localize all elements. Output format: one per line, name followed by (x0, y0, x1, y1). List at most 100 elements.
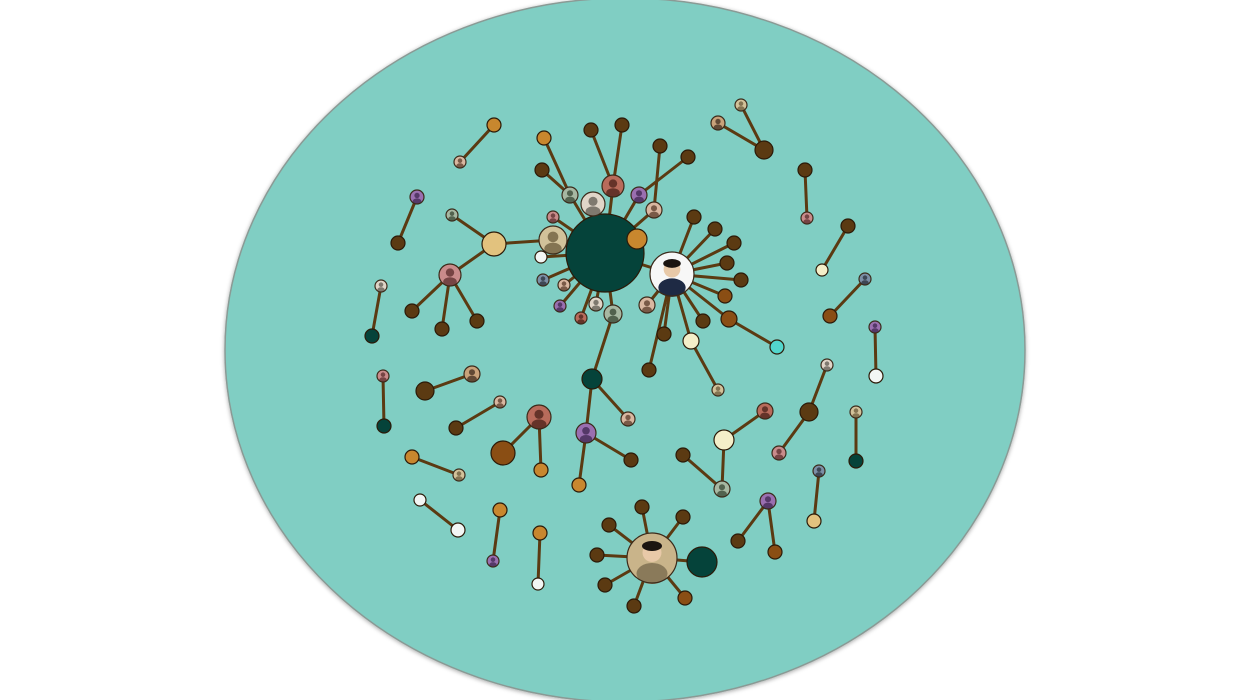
graph-node[interactable] (717, 288, 733, 304)
graph-node[interactable] (720, 310, 738, 328)
graph-node[interactable] (626, 598, 642, 614)
graph-node[interactable] (490, 440, 516, 466)
graph-node[interactable] (797, 162, 813, 178)
graph-node[interactable] (677, 590, 693, 606)
avatar-node-icon[interactable] (546, 210, 560, 224)
graph-node[interactable] (571, 477, 587, 493)
avatar-node-icon[interactable] (756, 402, 774, 420)
graph-node[interactable] (581, 368, 603, 390)
avatar-node-icon[interactable] (374, 279, 388, 293)
graph-node[interactable] (533, 462, 549, 478)
avatar-node-icon[interactable] (561, 186, 579, 204)
graph-node[interactable] (390, 235, 406, 251)
avatar-node-icon[interactable] (557, 278, 571, 292)
graph-node[interactable] (707, 221, 723, 237)
avatar-node-icon[interactable] (376, 369, 390, 383)
graph-node[interactable] (641, 362, 657, 378)
graph-node[interactable] (448, 420, 464, 436)
avatar-node-icon[interactable] (603, 304, 623, 324)
avatar-node-icon[interactable] (820, 358, 834, 372)
avatar-node-icon[interactable] (620, 411, 636, 427)
graph-node[interactable] (434, 321, 450, 337)
graph-node[interactable] (404, 303, 420, 319)
graph-node[interactable] (695, 313, 711, 329)
graph-node[interactable] (626, 228, 648, 250)
graph-node[interactable] (848, 453, 864, 469)
graph-node[interactable] (531, 577, 545, 591)
graph-node[interactable] (583, 122, 599, 138)
graph-node[interactable] (652, 138, 668, 154)
avatar-node-icon[interactable] (526, 404, 552, 430)
graph-node[interactable] (767, 544, 783, 560)
avatar-node-icon[interactable] (538, 225, 568, 255)
graph-node[interactable] (534, 162, 550, 178)
avatar-node-icon[interactable] (463, 365, 481, 383)
avatar-node-icon[interactable] (868, 320, 882, 334)
graph-node[interactable] (601, 517, 617, 533)
avatar-node-icon[interactable] (711, 383, 725, 397)
avatar-node-icon[interactable] (710, 115, 726, 131)
graph-node[interactable] (469, 313, 485, 329)
graph-node[interactable] (532, 525, 548, 541)
graph-node[interactable] (726, 235, 742, 251)
graph-node[interactable] (364, 328, 380, 344)
graph-node[interactable] (623, 452, 639, 468)
graph-node[interactable] (675, 509, 691, 525)
avatar-node-icon[interactable] (453, 155, 467, 169)
graph-node[interactable] (799, 402, 819, 422)
graph-node[interactable] (376, 418, 392, 434)
graph-node[interactable] (404, 449, 420, 465)
graph-node[interactable] (634, 499, 650, 515)
graph-node[interactable] (680, 149, 696, 165)
avatar-node-icon[interactable] (734, 98, 748, 112)
avatar-node-icon[interactable] (638, 296, 656, 314)
graph-node[interactable] (815, 263, 829, 277)
avatar-node-icon[interactable] (409, 189, 425, 205)
avatar-node-icon[interactable] (588, 296, 604, 312)
graph-node[interactable] (656, 326, 672, 342)
graph-node[interactable] (675, 447, 691, 463)
avatar-node-icon[interactable] (486, 554, 500, 568)
avatar-node-icon[interactable] (630, 186, 648, 204)
avatar-node-icon[interactable] (771, 445, 787, 461)
person-avatar-icon[interactable] (626, 532, 678, 584)
graph-node[interactable] (486, 117, 502, 133)
person-avatar-icon[interactable] (649, 251, 695, 297)
avatar-node-icon[interactable] (812, 464, 826, 478)
graph-node[interactable] (806, 513, 822, 529)
graph-node[interactable] (822, 308, 838, 324)
avatar-node-icon[interactable] (645, 201, 663, 219)
graph-node[interactable] (868, 368, 884, 384)
avatar-node-icon[interactable] (800, 211, 814, 225)
graph-node[interactable] (713, 429, 735, 451)
avatar-node-icon[interactable] (536, 273, 550, 287)
graph-node[interactable] (614, 117, 630, 133)
avatar-node-icon[interactable] (575, 422, 597, 444)
graph-node[interactable] (589, 547, 605, 563)
graph-node[interactable] (769, 339, 785, 355)
graph-node[interactable] (597, 577, 613, 593)
avatar-node-icon[interactable] (445, 208, 459, 222)
avatar-node-icon[interactable] (574, 311, 588, 325)
graph-node[interactable] (730, 533, 746, 549)
avatar-node-icon[interactable] (452, 468, 466, 482)
graph-node[interactable] (686, 546, 718, 578)
avatar-node-icon[interactable] (493, 395, 507, 409)
avatar-node-icon[interactable] (553, 299, 567, 313)
graph-node[interactable] (754, 140, 774, 160)
avatar-node-icon[interactable] (438, 263, 462, 287)
avatar-node-icon[interactable] (849, 405, 863, 419)
graph-node[interactable] (733, 272, 749, 288)
graph-node[interactable] (450, 522, 466, 538)
graph-node[interactable] (492, 502, 508, 518)
avatar-node-icon[interactable] (759, 492, 777, 510)
graph-node[interactable] (686, 209, 702, 225)
graph-node[interactable] (413, 493, 427, 507)
graph-node[interactable] (536, 130, 552, 146)
avatar-node-icon[interactable] (601, 174, 625, 198)
graph-node[interactable] (534, 250, 548, 264)
graph-node[interactable] (682, 332, 700, 350)
graph-node[interactable] (719, 255, 735, 271)
avatar-node-icon[interactable] (713, 480, 731, 498)
